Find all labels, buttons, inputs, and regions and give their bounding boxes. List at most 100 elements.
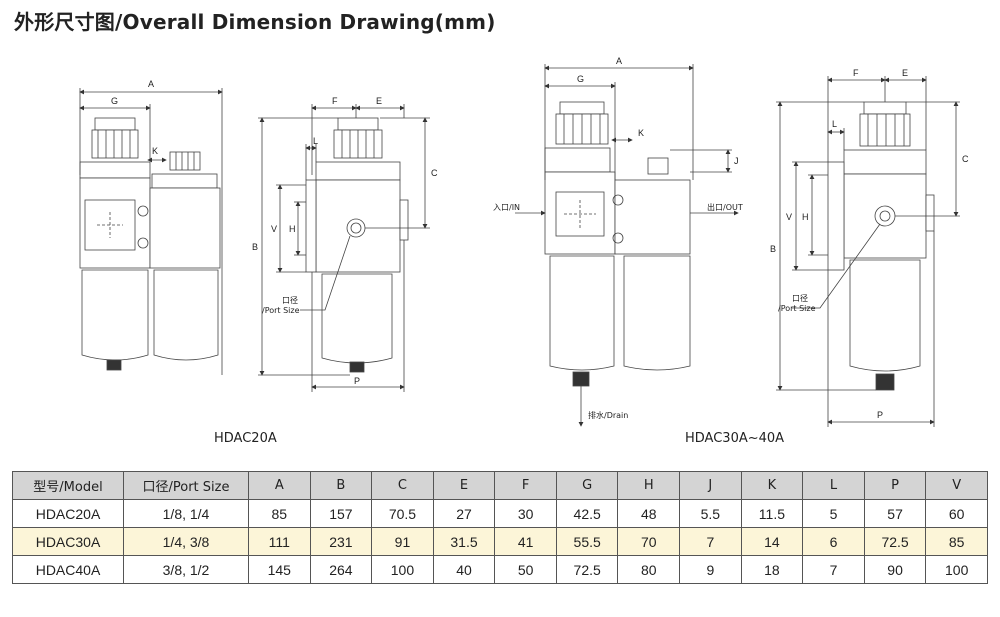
- dim-label-a-30: A: [616, 56, 622, 66]
- dim-label-l-40: L: [832, 119, 837, 129]
- table-cell: 1/4, 3/8: [123, 527, 249, 556]
- dim-label-e-40: E: [902, 68, 908, 78]
- col-header-p: P: [863, 471, 927, 500]
- table-cell: 30: [494, 499, 557, 528]
- hdac20a-side-view: [258, 104, 430, 392]
- table-cell: 157: [309, 499, 373, 528]
- dim-label-b: B: [252, 242, 258, 252]
- dim-label-g-30: G: [577, 74, 584, 84]
- table-cell: 5.5: [679, 499, 742, 528]
- table-cell: HDAC30A: [12, 527, 124, 556]
- dim-label-g: G: [111, 96, 118, 106]
- table-cell: 55.5: [555, 527, 619, 556]
- table-cell: 231: [309, 527, 373, 556]
- table-cell: 6: [802, 527, 865, 556]
- dimension-drawings: A G K F: [79, 56, 969, 446]
- dim-label-a: A: [148, 79, 154, 89]
- table-cell: 80: [617, 555, 681, 584]
- table-cell: 5: [802, 499, 865, 528]
- col-header-g: G: [555, 471, 619, 500]
- table-cell: 100: [925, 555, 988, 584]
- table-cell: 3/8, 1/2: [123, 555, 249, 584]
- dimension-spec-table: 型号/Model 口径/Port Size A B C E F G H J K …: [12, 471, 988, 584]
- table-cell: 100: [371, 555, 434, 584]
- dim-label-c-40: C: [962, 154, 969, 164]
- table-cell: 7: [679, 527, 742, 556]
- table-cell: 42.5: [555, 499, 619, 528]
- table-cell: 31.5: [432, 527, 496, 556]
- hdac20a-front-view: [79, 88, 223, 375]
- table-cell: 264: [309, 555, 373, 584]
- table-cell: 14: [740, 527, 804, 556]
- port-size-en-label: /Port Size: [262, 306, 300, 315]
- hdac30a-40a-front-view: [515, 64, 739, 427]
- table-cell: 72.5: [555, 555, 619, 584]
- col-header-b: B: [309, 471, 373, 500]
- inlet-label: 入口/IN: [493, 203, 520, 212]
- table-cell: 90: [863, 555, 927, 584]
- dim-label-v-40: V: [786, 212, 792, 222]
- dim-label-p: P: [354, 376, 360, 386]
- hdac30a-40a-side-view: [776, 76, 960, 427]
- table-cell: 27: [432, 499, 496, 528]
- table-cell: 70.5: [371, 499, 434, 528]
- col-header-l: L: [802, 471, 865, 500]
- table-header-row: 型号/Model 口径/Port Size A B C E F G H J K …: [12, 471, 988, 500]
- table-cell: 7: [802, 555, 865, 584]
- port-size-en-label-40: /Port Size: [778, 304, 816, 313]
- table-cell: 1/8, 1/4: [123, 499, 249, 528]
- col-header-c: C: [371, 471, 434, 500]
- col-header-f: F: [494, 471, 557, 500]
- dim-label-h-40: H: [802, 212, 809, 222]
- col-header-model: 型号/Model: [12, 471, 124, 500]
- dim-label-v: V: [271, 224, 277, 234]
- table-cell: 41: [494, 527, 557, 556]
- table-cell: 85: [925, 527, 988, 556]
- col-header-v: V: [925, 471, 988, 500]
- dim-label-k: K: [152, 146, 158, 156]
- col-header-j: J: [679, 471, 742, 500]
- dim-label-c: C: [431, 168, 438, 178]
- col-header-port-size: 口径/Port Size: [123, 471, 249, 500]
- table-cell: 11.5: [740, 499, 804, 528]
- table-cell: 48: [617, 499, 681, 528]
- table-cell: 9: [679, 555, 742, 584]
- dim-label-f-40: F: [853, 68, 859, 78]
- dim-label-k-30: K: [638, 128, 644, 138]
- col-header-h: H: [617, 471, 681, 500]
- table-cell: 72.5: [863, 527, 927, 556]
- col-header-a: A: [248, 471, 311, 500]
- dim-label-b-40: B: [770, 244, 776, 254]
- table-cell: 145: [248, 555, 311, 584]
- port-size-cn-label-40: 口径: [792, 293, 808, 303]
- dim-label-p-40: P: [877, 410, 883, 420]
- table-cell: 85: [248, 499, 311, 528]
- dim-label-l: L: [313, 136, 318, 146]
- page-title: 外形尺寸图/Overall Dimension Drawing(mm): [14, 10, 496, 34]
- dim-label-e: E: [376, 96, 382, 106]
- table-cell: 18: [740, 555, 804, 584]
- outlet-label: 出口/OUT: [707, 202, 743, 212]
- dim-label-j-30: J: [734, 156, 739, 166]
- dim-label-h: H: [289, 224, 296, 234]
- table-cell: 70: [617, 527, 681, 556]
- table-cell: HDAC20A: [12, 499, 124, 528]
- drain-label: 排水/Drain: [588, 410, 628, 420]
- table-cell: 60: [925, 499, 988, 528]
- table-cell: 40: [432, 555, 496, 584]
- table-cell: 50: [494, 555, 557, 584]
- port-size-cn-label: 口径: [282, 295, 298, 305]
- caption-hdac30a-40a: HDAC30A~40A: [685, 431, 784, 446]
- dim-label-f: F: [332, 96, 338, 106]
- table-cell: 91: [371, 527, 434, 556]
- caption-hdac20a: HDAC20A: [214, 431, 277, 446]
- table-cell: 57: [863, 499, 927, 528]
- table-cell: HDAC40A: [12, 555, 124, 584]
- col-header-k: K: [740, 471, 804, 500]
- col-header-e: E: [432, 471, 496, 500]
- table-cell: 111: [248, 527, 311, 556]
